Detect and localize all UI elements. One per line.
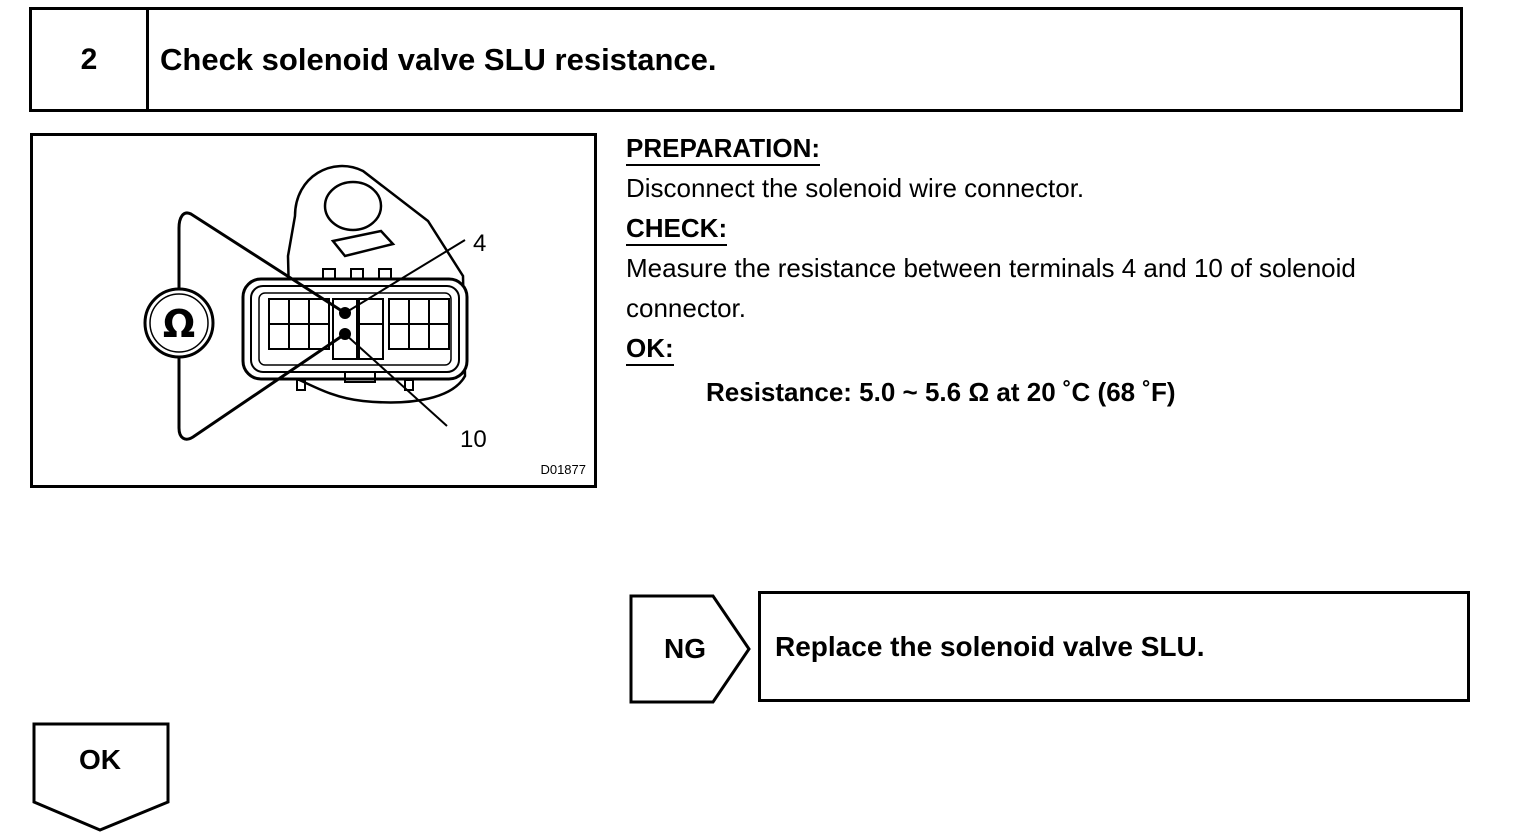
figure-code: D01877 xyxy=(540,462,586,477)
ohmmeter-connector-diagram-icon: Ω xyxy=(143,164,469,441)
ok-tag: OK xyxy=(32,722,172,834)
bracket-hole xyxy=(323,180,383,232)
bracket-outline xyxy=(286,164,467,404)
ohmmeter-icon xyxy=(143,287,215,359)
ng-arrow-icon xyxy=(629,594,751,704)
ng-label: NG xyxy=(664,633,706,664)
preparation-heading: PREPARATION: xyxy=(626,132,821,166)
terminal-10-label: 10 xyxy=(460,426,487,453)
ng-tag: NG xyxy=(629,594,753,704)
resistance-spec: Resistance: 5.0 ~ 5.6 Ω at 20 ˚C (68 ˚F) xyxy=(706,377,1176,407)
step-number: 2 xyxy=(32,10,149,109)
ohm-symbol: Ω xyxy=(163,302,195,346)
connector-body xyxy=(241,277,469,381)
ok-arrow-icon xyxy=(32,722,170,832)
check-heading: CHECK: xyxy=(626,212,728,246)
instructions: PREPARATION: Disconnect the solenoid wir… xyxy=(626,128,1496,412)
terminal-4-label: 4 xyxy=(473,230,487,257)
ok-heading: OK: xyxy=(626,332,674,366)
probe-lead-bottom xyxy=(177,332,346,441)
preparation-text: Disconnect the solenoid wire connector. xyxy=(626,173,1085,203)
ok-label: OK xyxy=(79,744,121,775)
check-text-line1: Measure the resistance between terminals… xyxy=(626,253,1356,283)
check-text-line2: connector. xyxy=(626,293,746,323)
probe-lead-top xyxy=(177,211,346,315)
step-title: Check solenoid valve SLU resistance. xyxy=(160,41,717,77)
step-header: 2 Check solenoid valve SLU resistance. xyxy=(29,7,1463,112)
connector-figure: Ω 4 10 D01877 xyxy=(30,133,597,488)
ng-action: Replace the solenoid valve SLU. xyxy=(758,591,1470,702)
